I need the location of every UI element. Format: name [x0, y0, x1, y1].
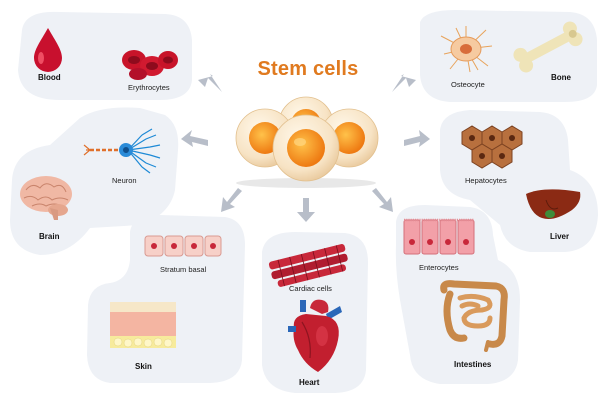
- neuron-icon: [83, 128, 161, 174]
- label-blood: Blood: [38, 73, 61, 82]
- liver-icon: [526, 189, 581, 219]
- arrow-to-bone: [392, 74, 416, 92]
- arrow-to-skin: [221, 188, 242, 212]
- label-hepatocytes: Hepatocytes: [465, 176, 507, 185]
- erythrocytes-icon: [122, 50, 178, 80]
- label-bone: Bone: [551, 73, 571, 82]
- label-enterocytes: Enterocytes: [419, 263, 459, 272]
- stratum-basal-icon: [144, 235, 222, 257]
- label-neuron: Neuron: [112, 176, 137, 185]
- skin-icon: [110, 302, 176, 348]
- stem-cell: [272, 114, 340, 182]
- label-stratum-basal: Stratum basal: [160, 265, 207, 274]
- heart-icon: [288, 299, 342, 372]
- label-heart: Heart: [299, 378, 320, 387]
- label-brain: Brain: [39, 232, 60, 241]
- brain-icon: [20, 176, 72, 220]
- blood-drop-icon: [34, 28, 62, 72]
- label-erythrocytes: Erythrocytes: [128, 83, 170, 92]
- osteocyte-icon: [440, 26, 493, 73]
- arrow-to-heart: [297, 198, 315, 222]
- cardiac-cells-icon: [268, 244, 348, 287]
- label-osteocyte: Osteocyte: [451, 80, 485, 89]
- arrow-to-hepatocytes: [404, 130, 430, 147]
- arrow-to-blood: [198, 74, 222, 92]
- label-skin: Skin: [135, 362, 152, 371]
- arrow-to-neuron: [181, 130, 208, 147]
- hepatocytes-icon: [461, 125, 523, 169]
- panel-bone: [420, 10, 597, 102]
- intestines-icon: [440, 280, 508, 352]
- label-cardiac-cells: Cardiac cells: [289, 284, 332, 293]
- arrow-to-intestines: [372, 188, 393, 212]
- diagram-title: Stem cells: [257, 58, 359, 80]
- label-intestines: Intestines: [454, 360, 492, 369]
- enterocytes-icon: [403, 218, 475, 255]
- label-liver: Liver: [550, 232, 570, 241]
- bone-icon: [513, 21, 583, 73]
